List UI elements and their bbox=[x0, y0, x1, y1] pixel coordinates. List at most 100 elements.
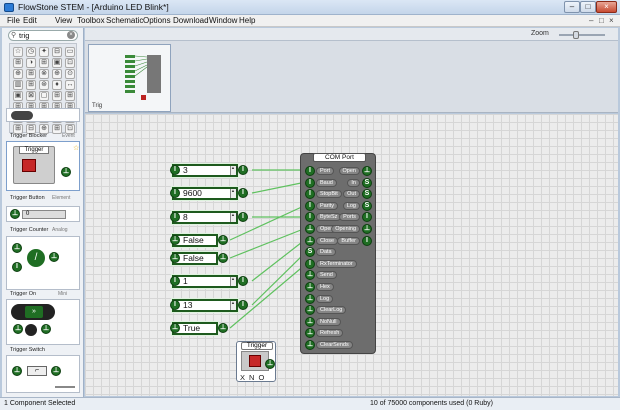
toolbox-item-trigger-switch[interactable]: ⊥ ⌐ ⊥ bbox=[6, 355, 80, 393]
com-in-port[interactable]: Baud bbox=[316, 178, 337, 187]
bool-input-3[interactable]: False bbox=[172, 234, 218, 247]
filter-icon-5[interactable]: ⊞ bbox=[13, 58, 23, 68]
com-in-port[interactable]: Close bbox=[316, 236, 339, 245]
com-in-port[interactable]: RxTerminator bbox=[316, 259, 357, 268]
com-out-port[interactable]: In bbox=[347, 178, 360, 187]
spinner-icon[interactable]: ▲▼ bbox=[230, 301, 239, 310]
div-pin-icon: ⊥ bbox=[12, 243, 22, 253]
int-input-0[interactable]: 3▲▼ bbox=[172, 164, 239, 177]
menu-toolbox[interactable]: Toolbox bbox=[77, 16, 105, 25]
com-in-port[interactable]: Parity bbox=[316, 201, 339, 210]
filter-icon-23[interactable]: ⊞ bbox=[52, 91, 62, 101]
trigger-button-component[interactable]: Trigger ⊥ XNO bbox=[236, 341, 276, 382]
filter-icon-12[interactable]: ⊗ bbox=[39, 69, 49, 79]
spinner-icon[interactable]: ▲▼ bbox=[230, 189, 239, 198]
filter-icon-39[interactable]: ⊡ bbox=[65, 124, 75, 134]
zoom-slider-track[interactable] bbox=[559, 34, 605, 36]
menu-bar: File Edit View Toolbox Schematic Options… bbox=[0, 15, 620, 27]
input-value: 8 bbox=[183, 212, 188, 222]
filter-icon-11[interactable]: ⊞ bbox=[26, 69, 36, 79]
mdi-minimize-button[interactable]: – bbox=[589, 16, 594, 25]
menu-schematic[interactable]: Schematic bbox=[106, 16, 144, 25]
filter-icon-13[interactable]: ⊕ bbox=[52, 69, 62, 79]
output-pin-icon: I bbox=[238, 165, 248, 175]
filter-icon-14[interactable]: ⊙ bbox=[65, 69, 75, 79]
menu-window[interactable]: Window bbox=[209, 16, 238, 25]
com-in-port[interactable]: Hex bbox=[316, 283, 334, 291]
toolbox-item-trigger-blocker[interactable] bbox=[6, 108, 80, 122]
close-button[interactable]: × bbox=[596, 1, 617, 13]
filter-icon-3[interactable]: ⊟ bbox=[52, 47, 62, 57]
maximize-button[interactable]: □ bbox=[580, 1, 596, 13]
com-in-port[interactable]: Send bbox=[316, 271, 337, 280]
toolbox-search-input[interactable]: ⚲ trig × bbox=[8, 30, 78, 41]
filter-icon-4[interactable]: ▭ bbox=[65, 47, 75, 57]
spinner-icon[interactable]: ▲▼ bbox=[230, 213, 239, 222]
filter-icon-8[interactable]: ▣ bbox=[52, 58, 62, 68]
spinner-icon[interactable]: ▲▼ bbox=[230, 166, 239, 175]
filter-icon-20[interactable]: ▣ bbox=[13, 91, 23, 101]
minimize-button[interactable]: – bbox=[564, 1, 580, 13]
filter-icon-2[interactable]: ✦ bbox=[39, 47, 49, 57]
filter-icon-16[interactable]: ⊞ bbox=[26, 80, 36, 90]
com-in-port[interactable]: Log bbox=[316, 294, 334, 303]
toolbox-item-trigger-div[interactable]: ⊥ I / ⊥ bbox=[6, 236, 80, 290]
filter-icon-9[interactable]: ⊡ bbox=[65, 58, 75, 68]
filter-icon-24[interactable]: ⊞ bbox=[65, 91, 75, 101]
com-out-pin-icon: S bbox=[362, 177, 372, 188]
menu-view[interactable]: View bbox=[55, 16, 73, 25]
com-in-port[interactable]: ClearLog bbox=[316, 306, 347, 315]
filter-icon-37[interactable]: ⊕ bbox=[39, 124, 49, 134]
filter-icon-21[interactable]: ⊠ bbox=[26, 91, 36, 101]
favorite-star-icon[interactable]: ☆ bbox=[73, 145, 80, 152]
com-out-port[interactable]: Opening bbox=[331, 225, 360, 233]
spinner-icon[interactable]: ▲▼ bbox=[230, 277, 239, 286]
int-input-1[interactable]: 9600▲▼ bbox=[172, 187, 239, 200]
toolbox-item-trigger-counter[interactable]: ⊥ 0 bbox=[6, 206, 80, 222]
com-in-pin-icon: ⊥ bbox=[305, 293, 315, 304]
menu-options[interactable]: Options bbox=[143, 16, 171, 25]
com-out-port[interactable]: Buffer bbox=[337, 236, 360, 245]
filter-icon-10[interactable]: ⊕ bbox=[13, 69, 23, 79]
clear-search-icon[interactable]: × bbox=[67, 31, 75, 39]
menu-file[interactable]: File bbox=[7, 16, 20, 25]
menu-help[interactable]: Help bbox=[239, 16, 256, 25]
mdi-close-button[interactable]: × bbox=[609, 16, 614, 25]
zoom-slider-thumb[interactable] bbox=[573, 31, 579, 39]
menu-download[interactable]: Download bbox=[173, 16, 209, 25]
filter-icon-18[interactable]: ♦ bbox=[52, 80, 62, 90]
filter-icon-38[interactable]: ⊞ bbox=[52, 124, 62, 134]
filter-icon-grid: ☆◷✦⊟▭⊞◑⊞▣⊡⊕⊞⊗⊕⊙▥⊞⊛♦↔▣⊠▢⊞⊞⊞⊞⊞⊞⊞⊞⊞⊞⊞⊞⊞⊟⊕⊞⊡ bbox=[9, 43, 77, 134]
filter-icon-7[interactable]: ⊞ bbox=[39, 58, 49, 68]
com-in-port[interactable]: ByteSz bbox=[316, 213, 342, 222]
filter-icon-17[interactable]: ⊛ bbox=[39, 80, 49, 90]
filter-icon-1[interactable]: ◷ bbox=[26, 47, 36, 57]
filter-icon-6[interactable]: ◑ bbox=[26, 58, 36, 68]
com-out-port[interactable]: Log bbox=[342, 201, 360, 210]
mdi-restore-button[interactable]: □ bbox=[599, 16, 604, 25]
filter-icon-36[interactable]: ⊟ bbox=[26, 124, 36, 134]
toolbox-item-trigger-on[interactable]: » ⊥ ⊥ bbox=[6, 299, 80, 345]
toolbox-item-trigger-button[interactable]: Trigger ⊥ ☆ bbox=[6, 141, 80, 191]
filter-icon-15[interactable]: ▥ bbox=[13, 80, 23, 90]
com-out-port[interactable]: Ports bbox=[339, 213, 360, 222]
int-input-2[interactable]: 8 ▲▼ bbox=[172, 211, 239, 224]
com-in-port[interactable]: StopBit bbox=[316, 190, 342, 199]
com-in-port[interactable]: NoNull bbox=[316, 317, 341, 326]
schematic-thumbnail[interactable]: Trig bbox=[88, 44, 171, 112]
int-input-6[interactable]: 13▲▼ bbox=[172, 299, 239, 312]
menu-edit[interactable]: Edit bbox=[23, 16, 37, 25]
filter-icon-35[interactable]: ⊞ bbox=[13, 124, 23, 134]
filter-icon-22[interactable]: ▢ bbox=[39, 91, 49, 101]
trigger-red-button[interactable] bbox=[249, 355, 261, 367]
filter-icon-19[interactable]: ↔ bbox=[65, 80, 75, 90]
com-in-port[interactable]: Refresh bbox=[316, 329, 344, 338]
int-input-5[interactable]: 1▲▼ bbox=[172, 275, 239, 288]
com-in-port[interactable]: Port bbox=[316, 167, 335, 175]
filter-icon-0[interactable]: ☆ bbox=[13, 47, 23, 57]
com-in-port[interactable]: ClearSends bbox=[316, 341, 353, 349]
com-out-port[interactable]: Open bbox=[338, 167, 360, 175]
com-out-port[interactable]: Out bbox=[343, 190, 360, 199]
com-in-port[interactable]: Data bbox=[316, 248, 336, 257]
